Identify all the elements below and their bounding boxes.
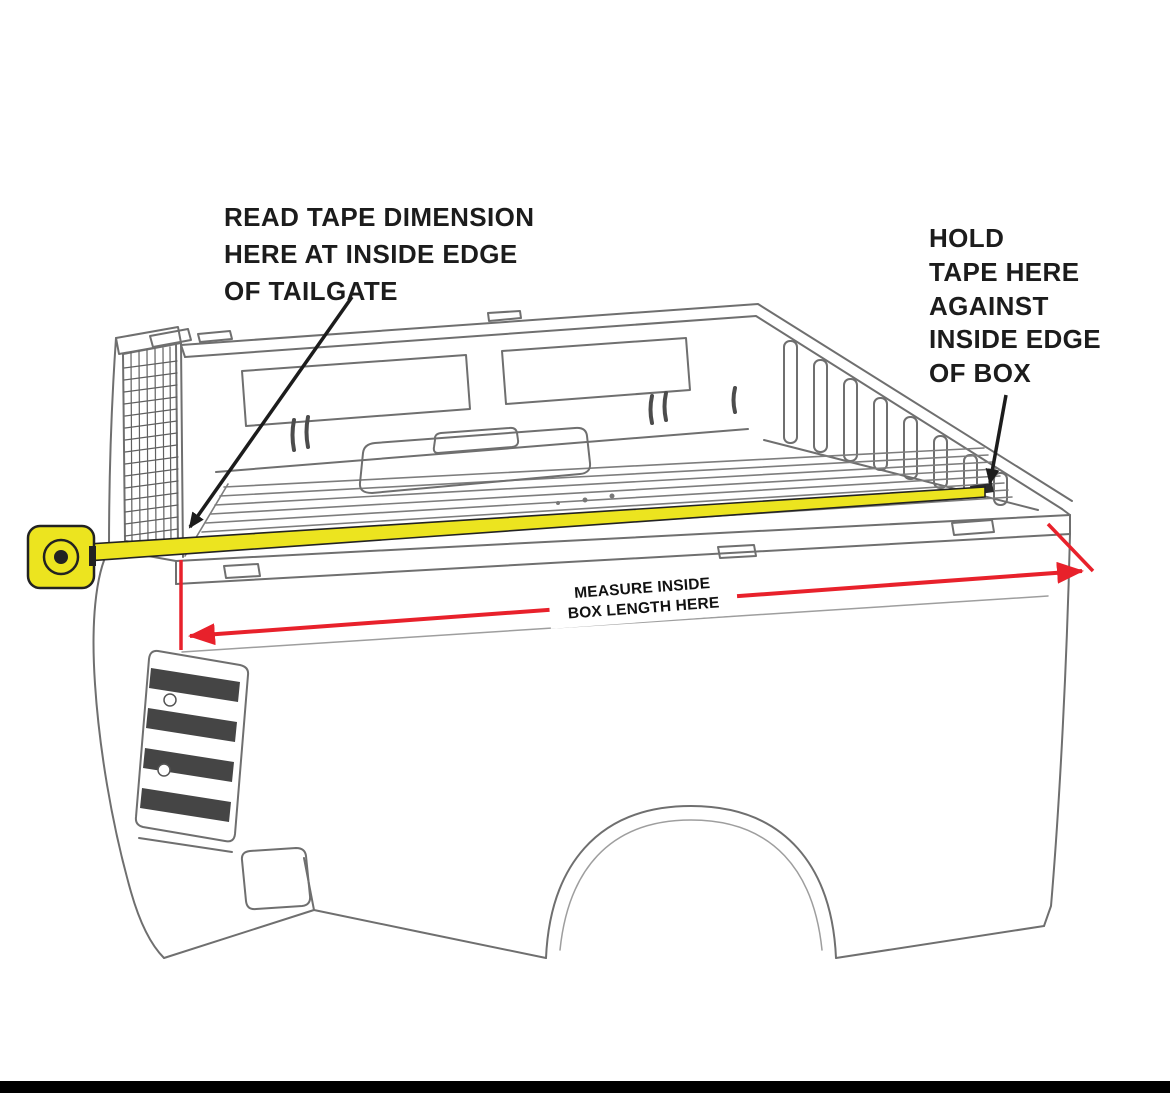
hold-tape-annotation-arrow (985, 394, 1008, 485)
far-wall-panels (215, 337, 749, 473)
read-tape-annotation-arrow (188, 295, 354, 529)
far-bed-rail (180, 303, 1073, 516)
cab-corner-cap (240, 847, 312, 911)
tape-measure-blade (56, 486, 986, 564)
annotation-arrows (188, 295, 1008, 529)
floor-dots (556, 493, 615, 505)
hold-tape-label: HOLD TAPE HERE AGAINST INSIDE EDGE OF BO… (929, 223, 1101, 389)
wheel-arch (545, 805, 837, 959)
tie-down-cleats (290, 386, 737, 452)
tape-measure (26, 486, 986, 590)
taillight (134, 649, 250, 843)
bottom-border-bar (0, 1081, 1170, 1093)
read-tape-label: READ TAPE DIMENSION HERE AT INSIDE EDGE … (224, 202, 535, 306)
truck-bed-illustration (92, 303, 1073, 959)
tape-measure-body (26, 524, 96, 590)
tailgate-grid-panel (108, 326, 192, 558)
measurement-extension-right (1046, 522, 1095, 573)
rear-fender (92, 548, 315, 959)
floor-hump (358, 426, 592, 494)
